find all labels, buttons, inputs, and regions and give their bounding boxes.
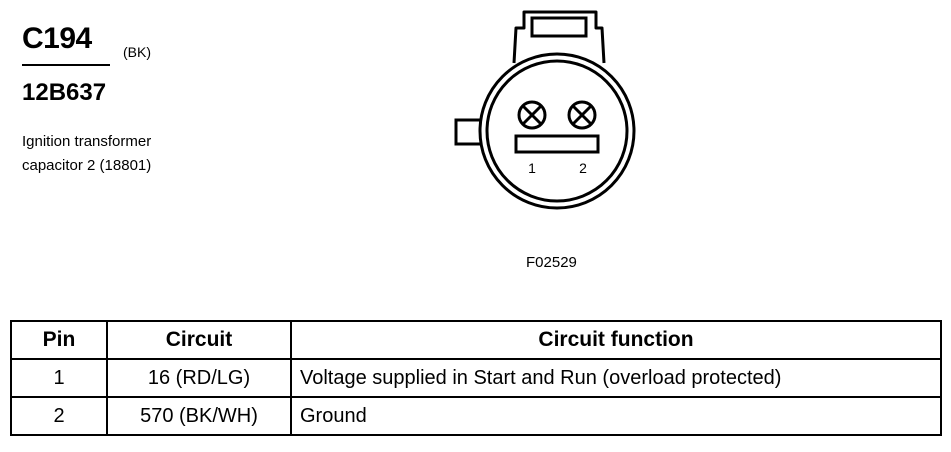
polarization-key: [454, 118, 486, 146]
locking-tab-slot: [530, 16, 588, 38]
pinout-table: Pin Circuit Circuit function 1 16 (RD/LG…: [10, 320, 942, 436]
connector-outer-shell: [478, 52, 636, 210]
header-circuit-function: Circuit function: [290, 320, 942, 360]
cell-circuit: 570 (BK/WH): [106, 396, 292, 436]
part-number: 12B637: [22, 79, 107, 106]
table-header-row: Pin Circuit Circuit function: [10, 320, 942, 360]
cell-circuit-function: Voltage supplied in Start and Run (overl…: [290, 358, 942, 398]
pin-label-1: 1: [528, 160, 536, 176]
figure-id: F02529: [526, 254, 577, 271]
cavity-2-icon: [567, 100, 597, 130]
cell-circuit: 16 (RD/LG): [106, 358, 292, 398]
description-line: capacitor 2 (18801): [22, 157, 152, 174]
terminal-bar: [514, 134, 600, 154]
cell-pin: 2: [10, 396, 108, 436]
cavity-1-icon: [517, 100, 547, 130]
connector-id: C194: [22, 22, 92, 55]
title-underline: [22, 64, 110, 66]
description-line: Ignition transformer: [22, 133, 152, 150]
table-row: 2 570 (BK/WH) Ground: [10, 396, 942, 436]
connector-face-svg: 1 2: [454, 10, 636, 210]
cell-pin: 1: [10, 358, 108, 398]
connector-description: Ignition transformer capacitor 2 (18801): [22, 130, 151, 178]
cell-circuit-function: Ground: [290, 396, 942, 436]
pin-label-2: 2: [579, 160, 587, 176]
table-row: 1 16 (RD/LG) Voltage supplied in Start a…: [10, 358, 942, 398]
connector-color-code: (BK): [123, 44, 151, 60]
locking-tab: [512, 10, 606, 64]
header-pin: Pin: [10, 320, 108, 360]
header-circuit: Circuit: [106, 320, 292, 360]
connector-face-diagram: 1 2: [440, 0, 640, 230]
connector-inner-shell: [485, 59, 629, 203]
